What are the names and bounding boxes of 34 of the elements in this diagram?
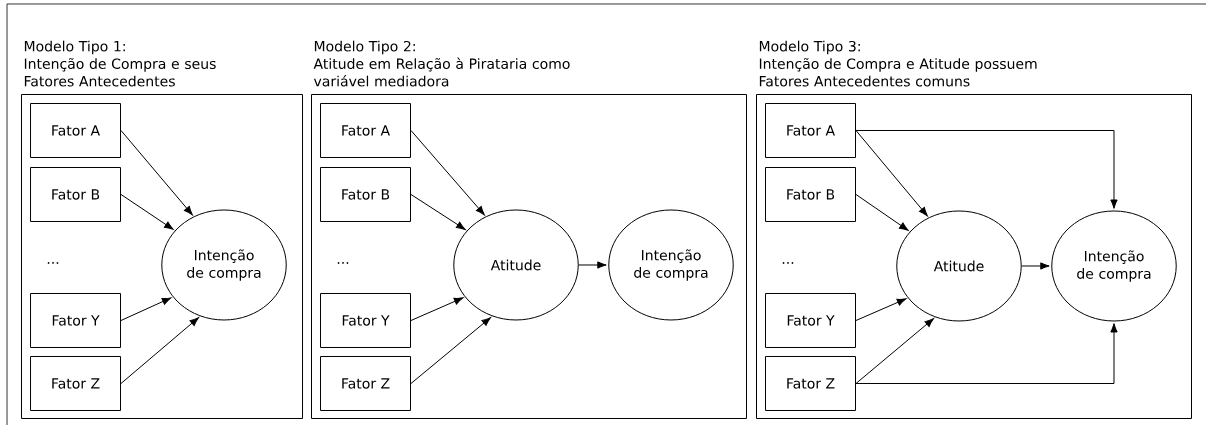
ellipsis-text: ... [337,262,349,264]
factor-box: Fator Z [765,356,856,411]
arrow [855,194,909,231]
arrow [855,130,1118,209]
factor-box: Fator A [765,103,856,158]
arrow [410,297,464,321]
factor-box: Fator A [30,103,121,158]
factor-box: Fator Y [320,293,411,348]
panel-heading: Modelo Tipo 3: Intenção de Compra e Atitude possuem Fatores Antecedentes comuns [759,40,1037,87]
arrow [120,317,199,384]
factor-box: Fator B [30,167,121,222]
ellipsis-text: ... [47,262,59,264]
factor-box: Fator B [765,167,856,222]
factor-box: Fator B [320,167,411,222]
arrow [855,318,934,384]
arrow [1021,262,1050,270]
arrow [120,130,193,216]
arrow [578,261,607,269]
arrow [410,130,485,216]
arrow [855,130,928,217]
factor-box: Fator Z [30,356,121,411]
arrow [120,297,172,321]
factor-box: Fator A [320,103,411,158]
panel-heading: Modelo Tipo 2: Atitude em Relação à Pirataria como variável mediadora [313,40,570,87]
arrow [410,194,466,230]
factor-box: Fator Y [30,293,121,348]
ellipsis-text: ... [782,262,794,264]
arrow [855,323,1118,384]
panel-heading: Modelo Tipo 1: Intenção de Compra e seus Fatores Antecedentes [24,40,216,87]
arrow [120,194,174,230]
factor-box: Fator Z [320,356,411,411]
arrow [855,298,907,321]
arrow [410,317,491,384]
factor-box: Fator Y [765,293,856,348]
